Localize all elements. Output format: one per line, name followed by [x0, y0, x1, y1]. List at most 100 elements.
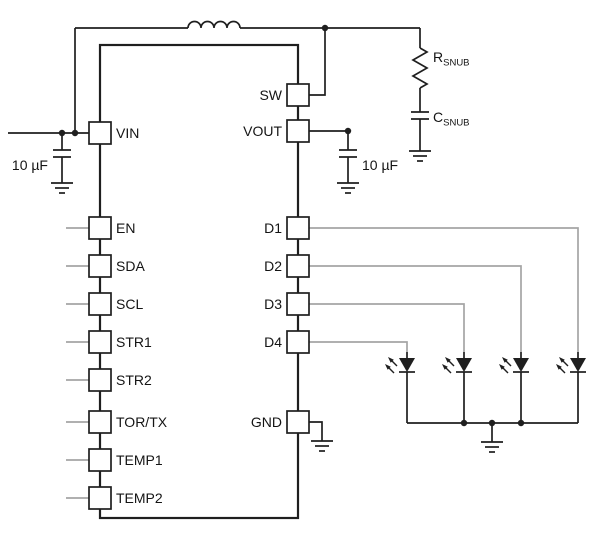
pin-box: [88, 410, 112, 434]
power-wiring: [8, 20, 420, 432]
pin-d4: D4: [264, 330, 310, 354]
gnd-pin-wire: [309, 421, 323, 432]
junction-dot: [58, 129, 66, 137]
led-drive-wires: [309, 227, 579, 352]
pin-gnd: GND: [251, 410, 310, 434]
led-triangle-icon: [456, 358, 472, 372]
pin-label: TOR/TX: [116, 414, 168, 430]
snubber-capacitor-label: CSNUB: [433, 109, 470, 129]
ground-icon: [408, 141, 432, 162]
pin-str2: STR2: [88, 368, 152, 392]
junction-dot: [517, 419, 525, 427]
pin-label: D4: [264, 334, 282, 350]
pin-label: SW: [259, 87, 282, 103]
led-emission-arrow-icon: [384, 363, 395, 374]
pin-label: VIN: [116, 125, 139, 141]
pin-box: [286, 292, 310, 316]
inductor-symbol: [187, 20, 241, 29]
d1-wire: [309, 227, 579, 352]
pin-box: [88, 121, 112, 145]
led-triangle-icon: [399, 358, 415, 372]
pin-box: [88, 330, 112, 354]
pin-vout: VOUT: [243, 119, 310, 143]
label-sub: SNUB: [443, 118, 469, 129]
junction-dot: [488, 419, 496, 427]
led-triangle-icon: [570, 358, 586, 372]
pin-d1: D1: [264, 216, 310, 240]
pin-d2: D2: [264, 254, 310, 278]
left-pin-stubs: [66, 227, 89, 499]
pin-label: TEMP1: [116, 452, 163, 468]
junction-dot: [344, 127, 352, 135]
pin-box: [88, 368, 112, 392]
junction-dots: [58, 24, 525, 427]
output-capacitor: 10 µF: [336, 131, 398, 194]
pin-temp2: TEMP2: [88, 486, 163, 510]
led-emission-arrow-icon: [558, 356, 569, 367]
led-return-bus: [407, 422, 578, 453]
pin-box: [88, 216, 112, 240]
pin-label: TEMP2: [116, 490, 163, 506]
junction-dot: [460, 419, 468, 427]
led-emission-arrow-icon: [498, 363, 509, 374]
pin-box: [88, 486, 112, 510]
d3-wire: [309, 303, 465, 352]
junction-dot: [71, 129, 79, 137]
pin-box: [88, 254, 112, 278]
led-emission-arrow-icon: [441, 363, 452, 374]
led-2: [441, 352, 472, 423]
pin-label: STR2: [116, 372, 152, 388]
led-emission-arrow-icon: [444, 356, 455, 367]
pin-label: D2: [264, 258, 282, 274]
snubber-resistor-label: RSNUB: [433, 49, 470, 69]
pin-box: [286, 216, 310, 240]
ground-icon: [336, 173, 360, 194]
snubber-resistor-symbol: [411, 47, 429, 89]
led-emission-arrow-icon: [555, 363, 566, 374]
snubber-network: RSNUB CSNUB: [408, 28, 470, 162]
sw-wire: [309, 28, 326, 96]
led-triangle-icon: [513, 358, 529, 372]
pin-sda: SDA: [88, 254, 145, 278]
pin-label: EN: [116, 220, 135, 236]
led-3: [498, 352, 529, 423]
pin-box: [286, 254, 310, 278]
pin-box: [88, 292, 112, 316]
junction-dot: [321, 24, 329, 32]
ground-icon: [310, 431, 334, 452]
label-main: R: [433, 49, 443, 65]
input-capacitor: 10 µF: [12, 133, 74, 194]
pin-scl: SCL: [88, 292, 143, 316]
pin-label: D1: [264, 220, 282, 236]
led-1: [384, 352, 415, 423]
pin-vin: VIN: [88, 121, 139, 145]
output-capacitor-label: 10 µF: [362, 157, 398, 173]
pin-box: [286, 83, 310, 107]
ground-icon: [480, 432, 504, 453]
pin-box: [88, 448, 112, 472]
pin-en: EN: [88, 216, 135, 240]
d2-wire: [309, 265, 522, 352]
led-4: [555, 352, 586, 423]
input-capacitor-label: 10 µF: [12, 157, 48, 173]
pin-label: SCL: [116, 296, 143, 312]
pin-label: D3: [264, 296, 282, 312]
pin-str1: STR1: [88, 330, 152, 354]
label-sub: SNUB: [443, 58, 469, 69]
pin-box: [286, 119, 310, 143]
led-emission-arrow-icon: [387, 356, 398, 367]
pin-temp1: TEMP1: [88, 448, 163, 472]
ground-icon: [50, 173, 74, 194]
pin-label: STR1: [116, 334, 152, 350]
d4-wire: [309, 341, 408, 352]
pin-box: [286, 330, 310, 354]
label-main: C: [433, 109, 443, 125]
pin-label: SDA: [116, 258, 145, 274]
pin-box: [286, 410, 310, 434]
pin-label: GND: [251, 414, 282, 430]
pin-tor-tx: TOR/TX: [88, 410, 168, 434]
ic-body: [98, 43, 300, 520]
pin-label: VOUT: [243, 123, 282, 139]
